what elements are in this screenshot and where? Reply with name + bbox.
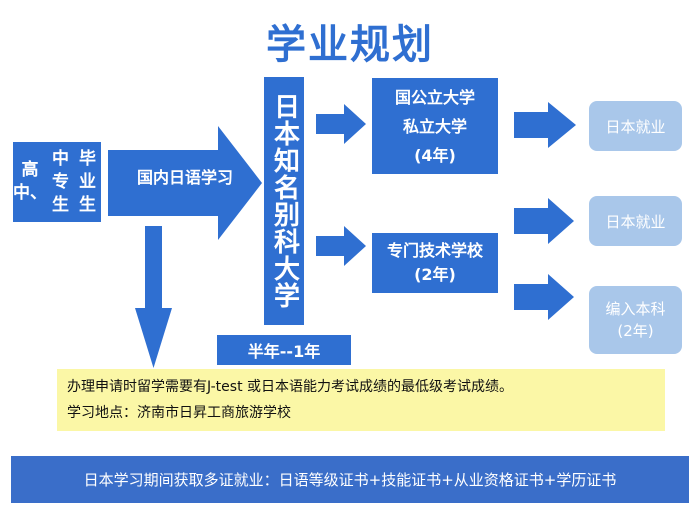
- university-line: 国公立大学: [394, 87, 475, 107]
- page-title: 学业规划: [266, 22, 434, 68]
- notice-requirement: 办理申请时留学需要有J-test 或日本语能力考试成绩的最低级考试成绩。: [67, 379, 514, 395]
- outcome-job-1: 日本就业: [589, 101, 682, 151]
- graduates-line: 毕业生: [79, 148, 96, 215]
- arrow-to-job-2: [514, 198, 574, 244]
- down-arrow: [135, 226, 172, 368]
- school-box: 日本知名别科大学: [264, 77, 304, 325]
- arrow-to-job-1: [514, 102, 576, 148]
- outcome-job-2: 日本就业: [589, 196, 682, 246]
- graduates-line: 中专生: [52, 148, 69, 215]
- study-step-label: 国内日语学习: [136, 168, 233, 187]
- notice-location: 学习地点：济南市日昇工商旅游学校: [67, 405, 291, 421]
- notice-box: 办理申请时留学需要有J-test 或日本语能力考试成绩的最低级考试成绩。 学习地…: [57, 369, 665, 431]
- outcome-transfer: 编入本科 (2年): [589, 286, 682, 354]
- graduates-line: 高中、: [13, 160, 47, 203]
- graduates-box: 高中、 中专生 毕业生: [13, 142, 101, 222]
- arrow-to-vocational: [316, 226, 366, 266]
- footer-banner: 日本学习期间获取多证就业：日语等级证书+技能证书+从业资格证书+学历证书: [11, 456, 689, 503]
- arrow-to-transfer: [514, 274, 574, 320]
- vocational-line: 专门技术学校: [386, 241, 483, 260]
- university-line: 私立大学: [402, 116, 467, 136]
- duration-box: 半年--1年: [217, 335, 351, 365]
- vocational-box: 专门技术学校 (2年): [372, 233, 498, 293]
- university-line: (4年): [414, 145, 456, 165]
- vocational-line: (2年): [414, 265, 456, 284]
- transfer-line: (2年): [617, 322, 654, 340]
- university-box: 国公立大学 私立大学 (4年): [372, 78, 498, 174]
- study-arrow: [108, 126, 262, 240]
- transfer-line: 编入本科: [605, 300, 666, 318]
- arrow-to-university: [316, 104, 366, 144]
